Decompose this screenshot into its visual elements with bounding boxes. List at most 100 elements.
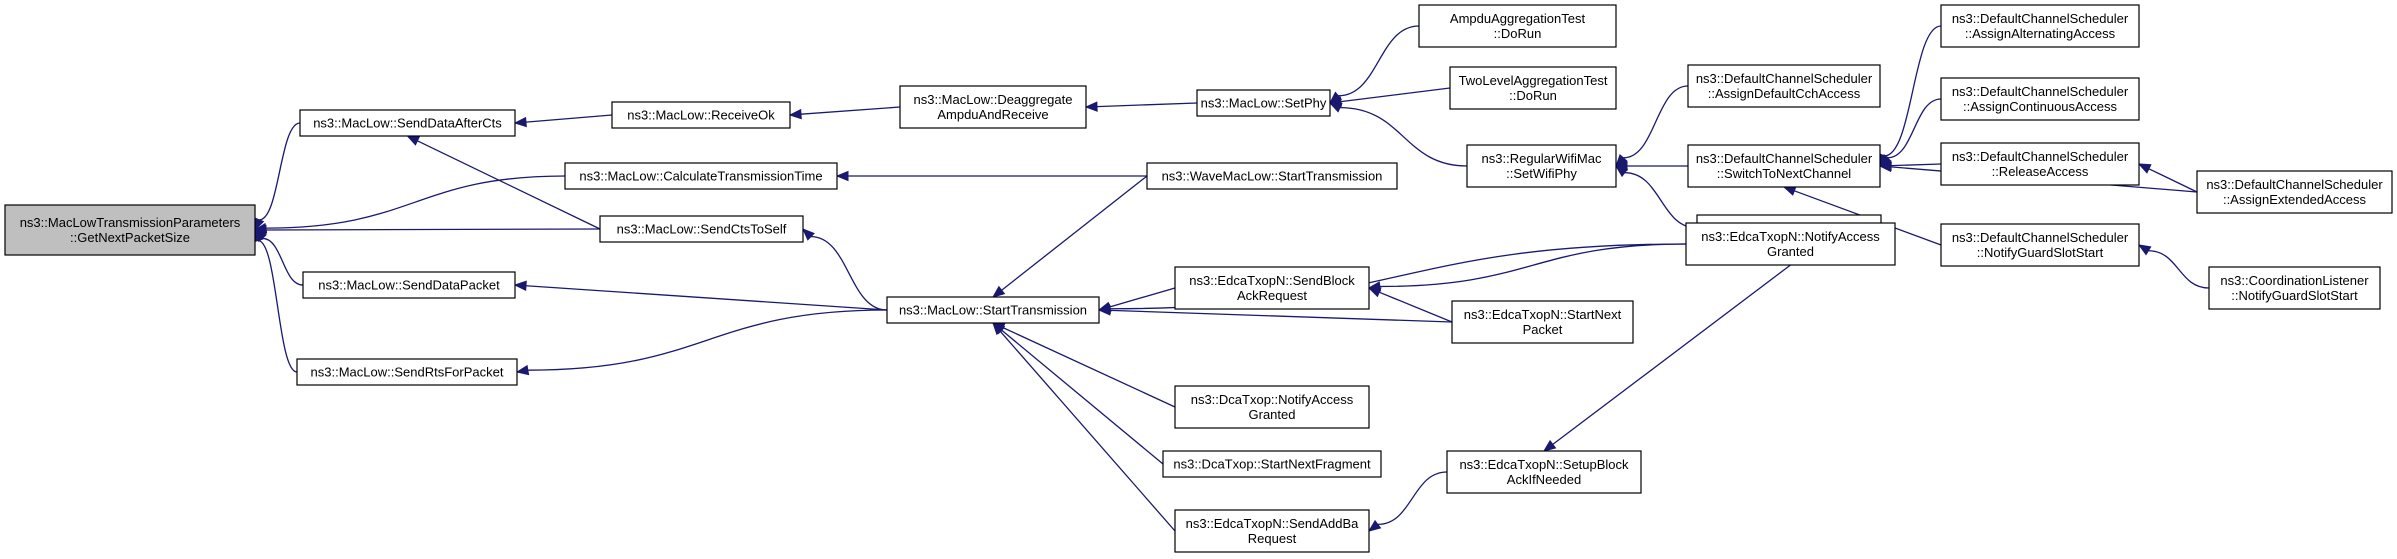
arrowhead — [2137, 163, 2152, 174]
graph-node[interactable]: ns3::DefaultChannelScheduler::AssignAlte… — [1940, 4, 2140, 48]
graph-node[interactable]: ns3::MacLow::ReceiveOk — [611, 101, 791, 129]
edge-line — [527, 309, 888, 371]
node-label-line: ::SwitchToNextChannel — [1717, 166, 1852, 181]
node-label-line: ns3::MacLow::ReceiveOk — [627, 108, 775, 123]
edge-line — [265, 228, 601, 231]
node-box — [1940, 142, 2140, 186]
node-label-line: ns3::MacLow::SendCtsToSelf — [617, 222, 787, 237]
graph-node[interactable]: ns3::DefaultChannelScheduler::AssignDefa… — [1687, 64, 1881, 108]
graph-node[interactable]: ns3::DefaultChannelScheduler::SwitchToNe… — [1687, 144, 1881, 188]
node-box — [1174, 266, 1370, 310]
node-box — [1466, 144, 1617, 188]
node-label-line: ::DoRun — [1494, 26, 1542, 41]
node-label-line: ns3::MacLow::SetPhy — [1201, 96, 1327, 111]
node-label-line: ns3::MacLowTransmissionParameters — [20, 215, 241, 230]
node-label-line: ns3::EdcaTxopN::SetupBlock — [1459, 457, 1629, 472]
graph-node[interactable]: ns3::DefaultChannelScheduler::AssignCont… — [1940, 77, 2140, 121]
arrowhead — [835, 170, 849, 182]
node-box — [1449, 66, 1617, 110]
root-node[interactable]: ns3::MacLowTransmissionParameters::GetNe… — [4, 204, 256, 256]
edge-line — [999, 330, 1176, 532]
edge-line — [1001, 329, 1164, 465]
node-box — [1446, 450, 1642, 494]
edge-line — [1109, 309, 1453, 323]
graph-node[interactable]: ns3::MacLow::SendDataAfterCts — [299, 109, 516, 137]
graph-node[interactable]: ns3::MacLow::SendDataPacket — [302, 271, 516, 299]
node-label-line: ns3::MacLow::SendDataPacket — [318, 278, 500, 293]
arrowhead — [1367, 519, 1382, 532]
node-label-line: ns3::EdcaTxopN::NotifyAccess — [1701, 229, 1880, 244]
graph-node[interactable]: ns3::RegularWifiMac::SetWifiPhy — [1466, 144, 1617, 188]
edge-line — [1109, 287, 1176, 308]
node-label-line: ns3::MacLow::SendDataAfterCts — [313, 116, 502, 131]
edge-n18-to-n17 — [2137, 163, 2198, 193]
node-label-line: ::AssignDefaultCchAccess — [1708, 86, 1861, 101]
node-label-line: AckRequest — [1237, 288, 1307, 303]
node-label-line: ns3::CoordinationListener — [2220, 273, 2369, 288]
graph-node[interactable]: ns3::MacLow::SendRtsForPacket — [296, 358, 518, 386]
node-box — [886, 296, 1100, 324]
graph-node[interactable]: ns3::MacLow::SetPhy — [1196, 89, 1331, 117]
node-box — [299, 109, 516, 137]
node-label-line: ::NotifyGuardSlotStart — [2231, 288, 2358, 303]
edge-line — [417, 140, 601, 230]
node-label-line: ::AssignAlternatingAccess — [1965, 26, 2116, 41]
graph-node[interactable]: ns3::DefaultChannelScheduler::AssignExte… — [2196, 170, 2393, 214]
node-box — [302, 271, 516, 299]
node-box — [1162, 450, 1382, 478]
node-label-line: Packet — [1523, 322, 1563, 337]
node-box — [1940, 223, 2140, 267]
arrowhead — [1097, 305, 1111, 316]
node-label-line: Granted — [1249, 407, 1296, 422]
graph-node[interactable]: ns3::MacLow::SendCtsToSelf — [599, 215, 804, 243]
graph-node[interactable]: TwoLevelAggregationTest::DoRun — [1449, 66, 1617, 110]
edge-n1-to-n0 — [254, 122, 301, 232]
edge-line — [1379, 243, 1687, 288]
node-label-line: ::AssignExtendedAccess — [2223, 192, 2367, 207]
graph-node[interactable]: ns3::DcaTxop::StartNextFragment — [1162, 450, 1382, 478]
graph-node[interactable]: AmpduAggregationTest::DoRun — [1418, 4, 1617, 48]
node-label-line: ns3::DefaultChannelScheduler — [1696, 71, 1873, 86]
arrowhead — [1878, 161, 1892, 173]
edge-n7-to-n6 — [788, 106, 901, 120]
node-label-line: TwoLevelAggregationTest — [1459, 73, 1608, 88]
node-label-line: ns3::DefaultChannelScheduler — [1696, 151, 1873, 166]
node-label-line: Granted — [1767, 244, 1814, 259]
node-label-line: Request — [1248, 531, 1297, 546]
node-label-line: ns3::MacLow::CalculateTransmissionTime — [579, 169, 822, 184]
node-label-line: ns3::RegularWifiMac — [1482, 151, 1602, 166]
node-box — [1146, 162, 1398, 190]
arrowhead — [1328, 102, 1343, 113]
edge-line — [1887, 98, 1942, 159]
edge-n25-to-n23 — [1367, 287, 1453, 323]
edge-line — [525, 114, 613, 123]
edge-line — [1623, 85, 1689, 159]
arrowhead — [1782, 186, 1797, 196]
node-box — [2208, 266, 2381, 310]
graph-node[interactable]: ns3::MacLow::StartTransmission — [886, 296, 1100, 324]
edge-n26-to-n22 — [991, 322, 1176, 408]
graph-node[interactable]: ns3::DefaultChannelScheduler::NotifyGuar… — [1940, 223, 2140, 267]
edge-line — [1340, 87, 1451, 103]
graph-node[interactable]: ns3::DefaultChannelScheduler::ReleaseAcc… — [1940, 142, 2140, 186]
graph-node[interactable]: ns3::WaveMacLow::StartTransmission — [1146, 162, 1398, 190]
graph-node[interactable]: ns3::CoordinationListener::NotifyGuardSl… — [2208, 266, 2381, 310]
arrowhead — [515, 364, 530, 376]
node-box — [4, 204, 256, 256]
node-label-line: ns3::EdcaTxopN::SendBlock — [1189, 273, 1355, 288]
edge-line — [2148, 168, 2198, 193]
edge-n5-to-n0 — [253, 228, 298, 373]
edge-line — [1377, 471, 1448, 526]
node-label-line: ::DoRun — [1509, 88, 1557, 103]
graph-node[interactable]: ns3::MacLow::CalculateTransmissionTime — [564, 162, 838, 190]
edge-n22-to-n3 — [802, 228, 888, 311]
edge-line — [1884, 25, 1942, 157]
